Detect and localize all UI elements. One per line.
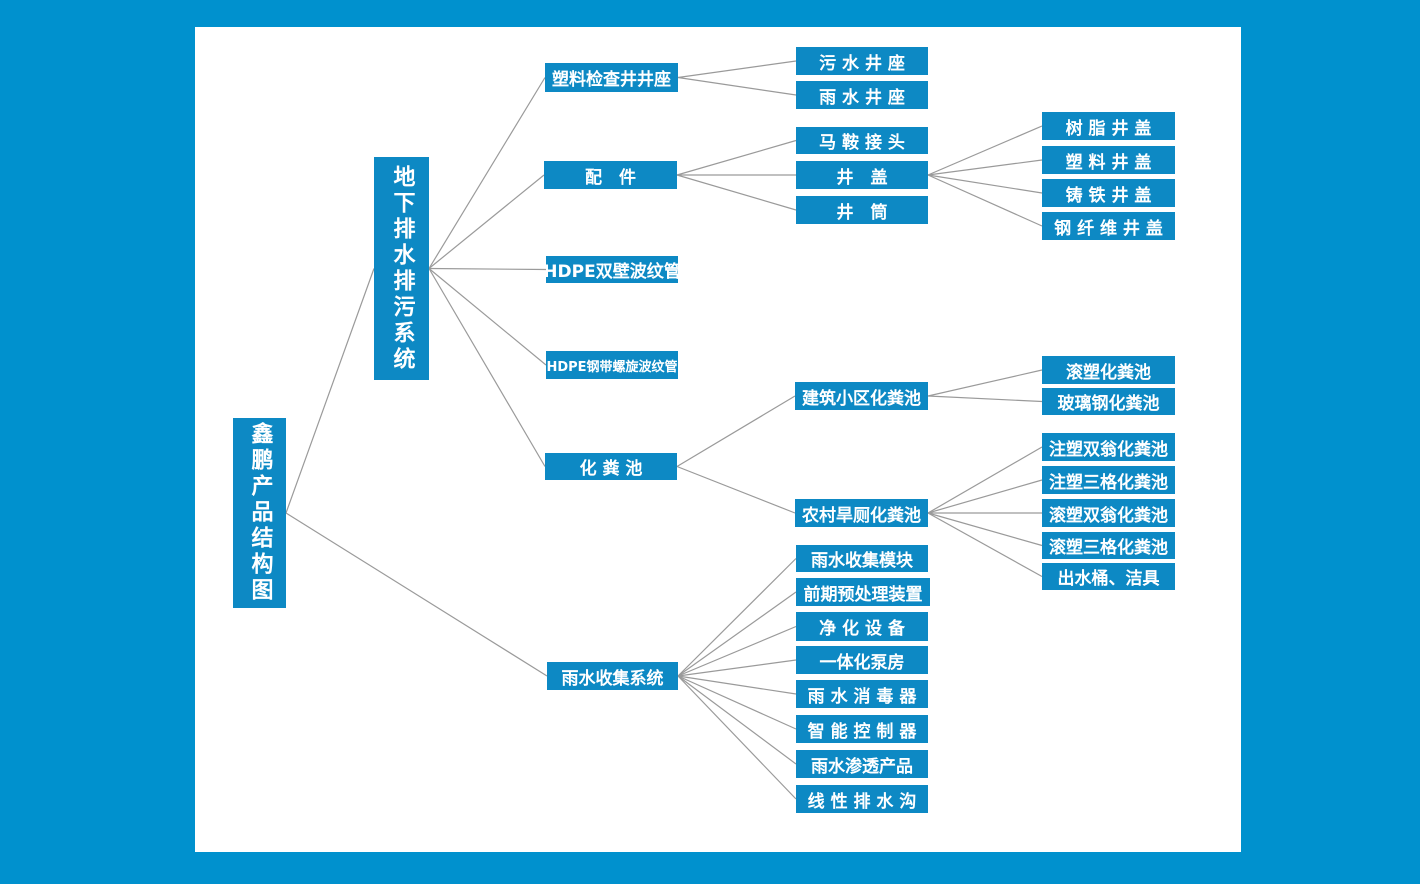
node-frp: 玻璃钢化粪池 <box>1042 388 1175 415</box>
node-label: 注塑双翁化粪池 <box>1049 439 1168 460</box>
node-label: 化 粪 池 <box>579 459 643 479</box>
node-label: 马 鞍 接 头 <box>819 133 905 153</box>
node-label: 线 性 排 水 沟 <box>807 791 917 812</box>
node-label: 井 盖 <box>836 167 888 188</box>
node-label: 雨水收集模块 <box>811 551 913 571</box>
node-drain: 线 性 排 水 沟 <box>796 785 928 813</box>
node-rural: 农村旱厕化粪池 <box>795 499 928 527</box>
node-building: 建筑小区化粪池 <box>795 382 928 410</box>
node-resin: 树 脂 井 盖 <box>1042 112 1175 140</box>
node-cover: 井 盖 <box>796 161 928 189</box>
node-root: 鑫鹏产品结构图 <box>233 418 286 608</box>
node-label: 出水桶、洁具 <box>1057 569 1160 589</box>
node-roto_urn: 滚塑双翁化粪池 <box>1042 499 1175 527</box>
node-disinfect: 雨 水 消 毒 器 <box>796 680 928 708</box>
node-rain: 雨水收集系统 <box>547 662 678 690</box>
node-permeate: 雨水渗透产品 <box>796 750 928 778</box>
node-label: 智 能 控 制 器 <box>807 721 917 742</box>
node-fitting: 配 件 <box>544 161 677 189</box>
node-label: 建筑小区化粪池 <box>802 388 921 409</box>
node-module: 雨水收集模块 <box>796 545 928 572</box>
node-label: 鑫鹏产品结构图 <box>247 422 273 604</box>
node-label: 一体化泵房 <box>819 652 905 673</box>
node-hdpe2: HDPE钢带螺旋波纹管 <box>546 351 678 379</box>
node-barrel: 井 筒 <box>796 196 928 224</box>
node-label: 雨 水 消 毒 器 <box>807 686 917 707</box>
node-label: 净 化 设 备 <box>819 619 905 639</box>
node-label: 地下排水排污系统 <box>389 164 415 373</box>
node-label: 农村旱厕化粪池 <box>802 505 921 526</box>
node-label: 滚塑三格化粪池 <box>1049 538 1168 558</box>
node-label: 注塑三格化粪池 <box>1049 472 1168 493</box>
node-label: 雨 水 井 座 <box>819 87 905 108</box>
node-label: 配 件 <box>585 167 636 188</box>
node-roto_grid: 滚塑三格化粪池 <box>1042 532 1175 559</box>
node-label: 塑 料 井 盖 <box>1065 152 1152 173</box>
node-steelfiber: 钢 纤 维 井 盖 <box>1042 212 1175 240</box>
node-label: 滚塑化粪池 <box>1066 362 1151 383</box>
node-label: 树 脂 井 盖 <box>1065 118 1152 139</box>
node-roto: 滚塑化粪池 <box>1042 356 1175 384</box>
node-label: 雨水收集系统 <box>561 668 664 689</box>
node-label: HDPE双壁波纹管 <box>546 262 678 282</box>
node-saddle: 马 鞍 接 头 <box>796 127 928 154</box>
node-label: 塑料检查井井座 <box>552 70 671 90</box>
node-label: 玻璃钢化粪池 <box>1057 394 1160 414</box>
node-l2_system: 地下排水排污系统 <box>374 157 429 380</box>
node-hdpe1: HDPE双壁波纹管 <box>546 256 678 283</box>
node-label: 井 筒 <box>836 202 888 223</box>
node-rain_seat: 雨 水 井 座 <box>796 81 928 109</box>
node-plastic: 塑 料 井 盖 <box>1042 146 1175 174</box>
node-inj_grid: 注塑三格化粪池 <box>1042 466 1175 494</box>
node-inj_urn: 注塑双翁化粪池 <box>1042 433 1175 461</box>
node-inspection: 塑料检查井井座 <box>545 63 678 92</box>
node-septic: 化 粪 池 <box>545 453 677 480</box>
node-bucket: 出水桶、洁具 <box>1042 563 1175 590</box>
node-sewage_seat: 污 水 井 座 <box>796 47 928 75</box>
node-label: HDPE钢带螺旋波纹管 <box>546 359 678 375</box>
node-label: 污 水 井 座 <box>819 53 905 74</box>
node-label: 铸 铁 井 盖 <box>1065 185 1152 206</box>
node-label: 前期预处理装置 <box>803 584 923 605</box>
node-label: 雨水渗透产品 <box>811 756 913 777</box>
node-castiron: 铸 铁 井 盖 <box>1042 179 1175 207</box>
node-control: 智 能 控 制 器 <box>796 715 928 743</box>
node-pump: 一体化泵房 <box>796 646 928 674</box>
node-purify: 净 化 设 备 <box>796 612 928 641</box>
node-pretreat: 前期预处理装置 <box>796 578 930 606</box>
node-label: 滚塑双翁化粪池 <box>1049 505 1168 526</box>
node-label: 钢 纤 维 井 盖 <box>1054 218 1163 239</box>
